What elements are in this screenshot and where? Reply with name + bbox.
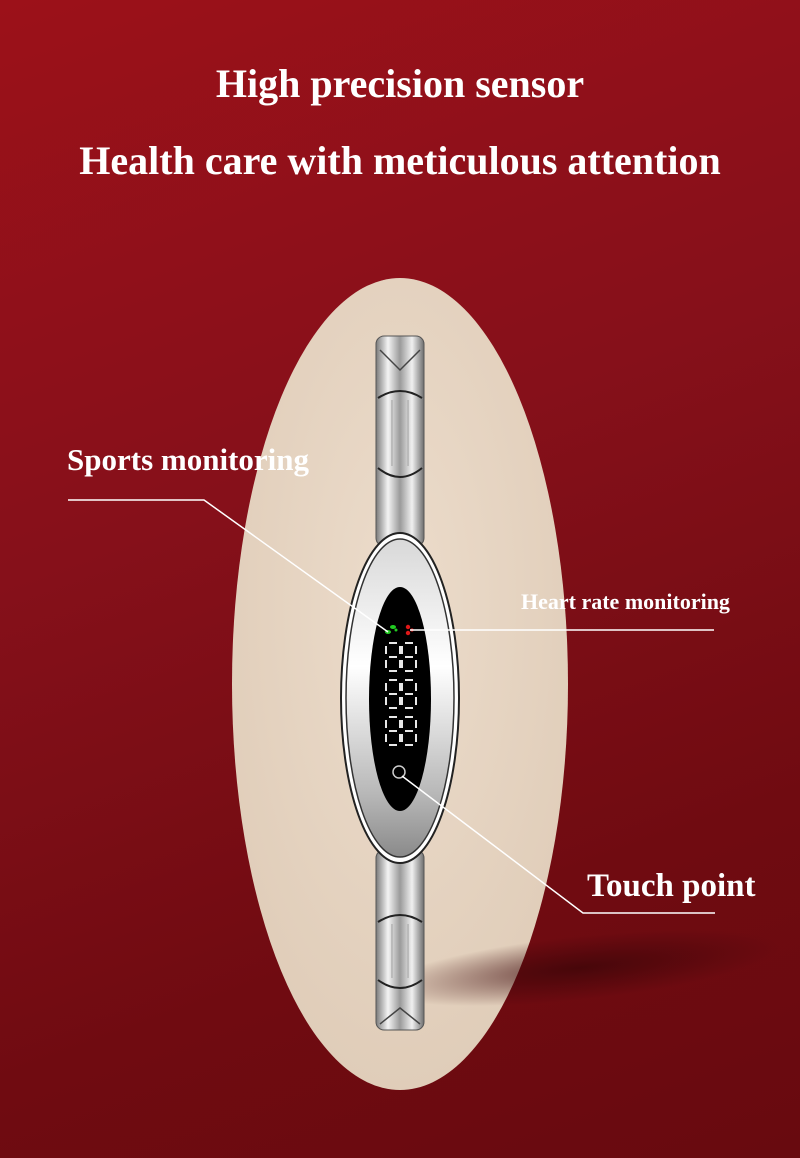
lower-strap (375, 849, 425, 1031)
seven-segment-digits (385, 642, 417, 746)
touch-point-icon[interactable] (392, 765, 406, 779)
sports-monitoring-label: Sports monitoring (67, 442, 309, 477)
touch-point-label: Touch point (587, 868, 756, 904)
upper-strap (375, 335, 425, 547)
headline-secondary: Health care with meticulous attention (79, 138, 721, 183)
sports-callout-line (68, 499, 389, 633)
touch-callout-line (401, 775, 715, 914)
drop-shadow (381, 929, 779, 1007)
heart-rate-monitoring-label: Heart rate monitoring (521, 589, 730, 614)
headline-primary: High precision sensor (215, 61, 585, 106)
